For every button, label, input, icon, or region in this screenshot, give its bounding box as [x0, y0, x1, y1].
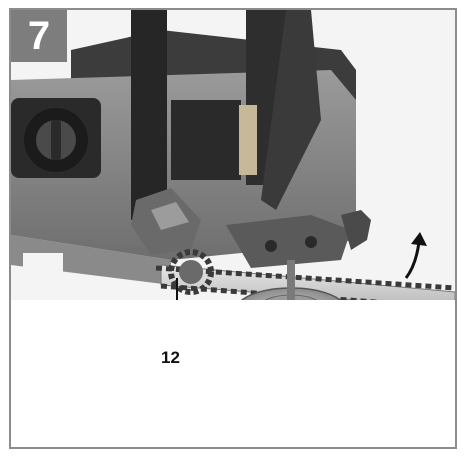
figure-frame: 7 12: [9, 8, 457, 449]
chainsaw-photo: [11, 10, 455, 300]
step-number-badge: 7: [11, 10, 67, 62]
callout-label-12: 12: [161, 348, 180, 367]
